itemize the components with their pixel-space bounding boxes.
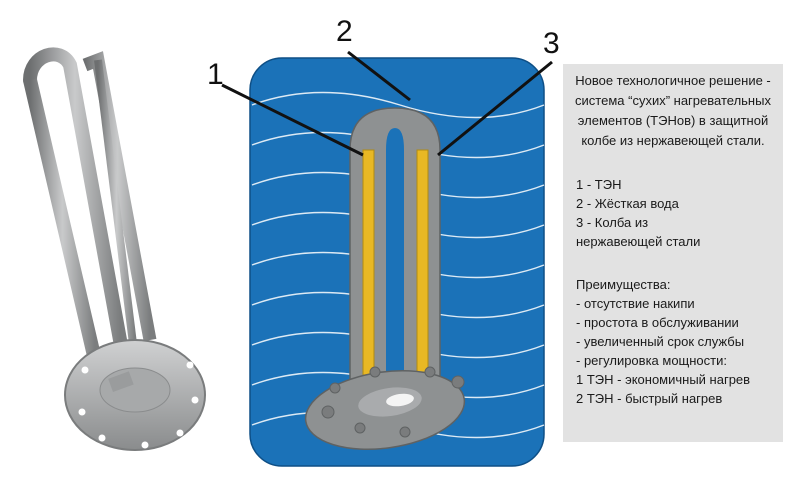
advantage-item: - простота в обслуживании: [576, 315, 739, 330]
legend-item: 2 - Жёсткая вода: [576, 196, 679, 211]
heating-element-photo: [23, 47, 206, 451]
callout-line-3: [437, 60, 553, 157]
advantage-item: - регулировка мощности:: [576, 353, 727, 368]
label-2: 2: [336, 15, 353, 48]
callout-line-1: [221, 83, 364, 157]
advantage-item: 1 ТЭН - экономичный нагрев: [576, 372, 751, 387]
advantage-item: - отсутствие накипи: [576, 296, 695, 311]
label-1: 1: [207, 58, 224, 91]
heater-left: [362, 149, 375, 376]
legend-item: 1 - ТЭН: [576, 177, 622, 192]
flask-in-water-diagram: [221, 50, 553, 467]
heater-right: [416, 149, 429, 376]
callout-line-2: [347, 50, 411, 102]
legend-item: нержавеющей стали: [576, 234, 701, 249]
intro-line: Новое технологичное решение -: [575, 73, 771, 88]
intro-line: элементов (ТЭНов) в защитной: [577, 113, 769, 128]
label-3: 3: [543, 27, 560, 60]
intro-line: колбе из нержавеющей стали.: [581, 133, 765, 148]
info-panel: Новое технологичное решение - система “с…: [563, 64, 783, 442]
advantage-item: 2 ТЭН - быстрый нагрев: [576, 391, 723, 406]
legend-item: 3 - Колба из: [576, 215, 649, 230]
advantage-item: - увеличенный срок службы: [576, 334, 745, 349]
intro-line: система “сухих” нагревательных: [575, 93, 771, 108]
advantages-title: Преимущества:: [576, 277, 671, 292]
